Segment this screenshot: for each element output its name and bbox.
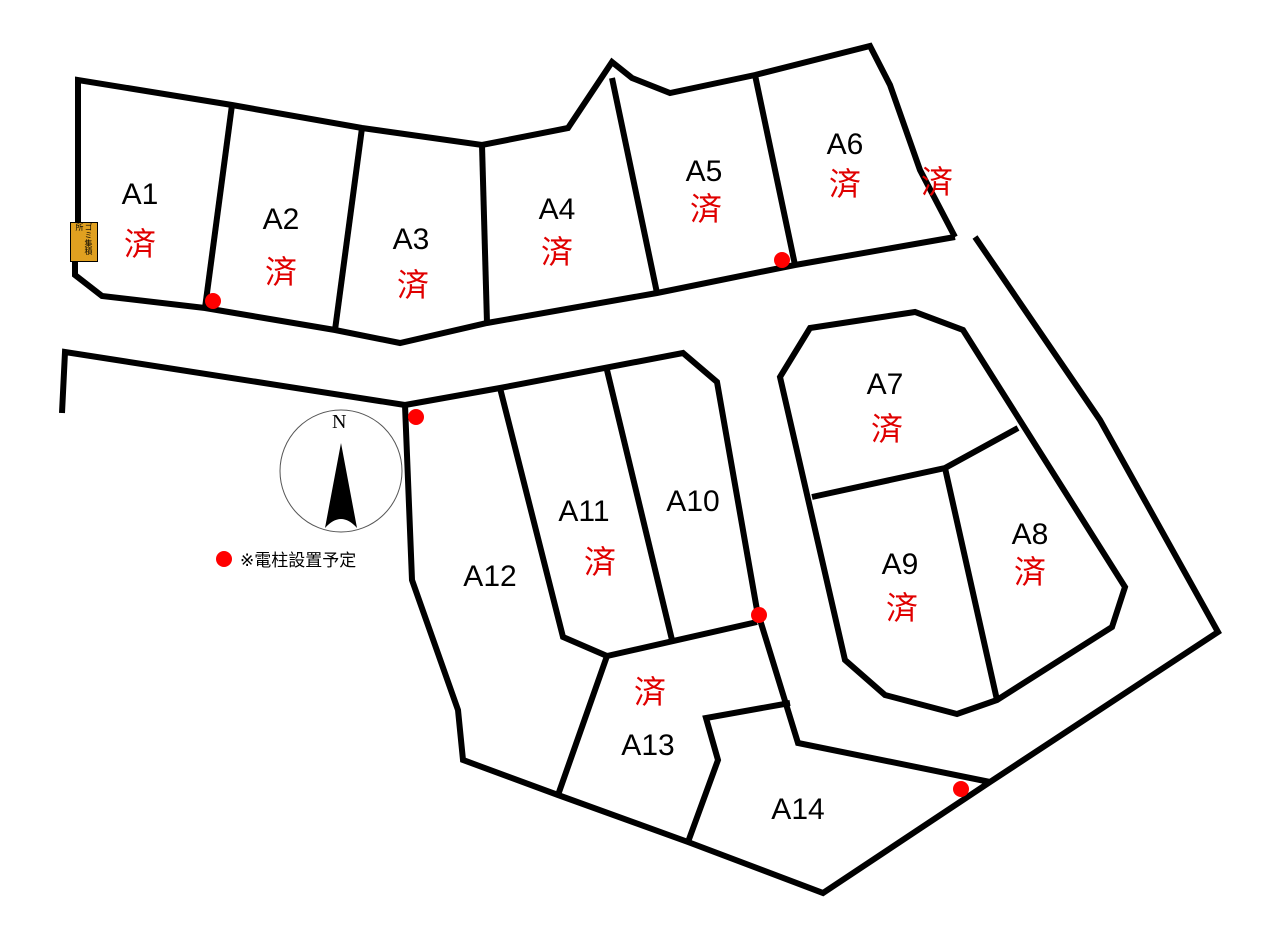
utility-pole-marker: [751, 607, 767, 623]
lot-label[interactable]: A11: [558, 495, 610, 528]
garbage-station: ゴミ集積所: [70, 222, 98, 262]
sold-mark: 済: [870, 410, 904, 448]
legend-text: ※電柱設置予定: [240, 551, 357, 571]
lot-label[interactable]: A7: [866, 368, 904, 401]
top-block-outline: [75, 42, 958, 239]
lot-label[interactable]: A8: [1011, 518, 1049, 551]
utility-poles: [205, 252, 969, 797]
lot-label[interactable]: A14: [771, 793, 825, 826]
sold-mark: 済: [633, 673, 667, 711]
north-arrow-icon: [325, 443, 357, 528]
lot-boundaries: [59, 42, 1222, 897]
sold-mark: 済: [123, 225, 157, 263]
top-block-front: [72, 234, 956, 347]
utility-pole-marker: [408, 409, 424, 425]
lot-label[interactable]: A13: [621, 729, 675, 762]
lot-label[interactable]: A4: [538, 193, 576, 226]
lot-label[interactable]: A10: [666, 485, 720, 518]
legend: ※電柱設置予定: [216, 546, 356, 571]
sold-mark: 済: [689, 190, 723, 228]
sold-mark: 済: [828, 165, 862, 203]
pole-legend-icon: [216, 550, 232, 567]
lot-label[interactable]: A3: [392, 223, 430, 256]
utility-pole-marker: [953, 781, 969, 797]
lot-label[interactable]: A6: [826, 128, 864, 161]
compass-north-label: N: [332, 411, 347, 433]
sold-mark: 済: [540, 233, 574, 271]
sold-mark: 済: [396, 266, 430, 304]
sold-mark: 済: [885, 589, 919, 627]
sold-mark: 済: [1013, 553, 1047, 591]
lot-label[interactable]: A12: [463, 560, 517, 593]
lot-label[interactable]: A9: [881, 548, 919, 581]
sold-mark: 済: [583, 543, 617, 581]
lot-label[interactable]: A1: [121, 178, 159, 211]
sold-mark: 済: [920, 163, 954, 201]
lot-label[interactable]: A2: [262, 203, 300, 236]
compass: [279, 409, 403, 533]
utility-pole-marker: [774, 252, 790, 268]
utility-pole-marker: [205, 293, 221, 309]
lot-label[interactable]: A5: [685, 155, 723, 188]
sold-mark: 済: [264, 253, 298, 291]
